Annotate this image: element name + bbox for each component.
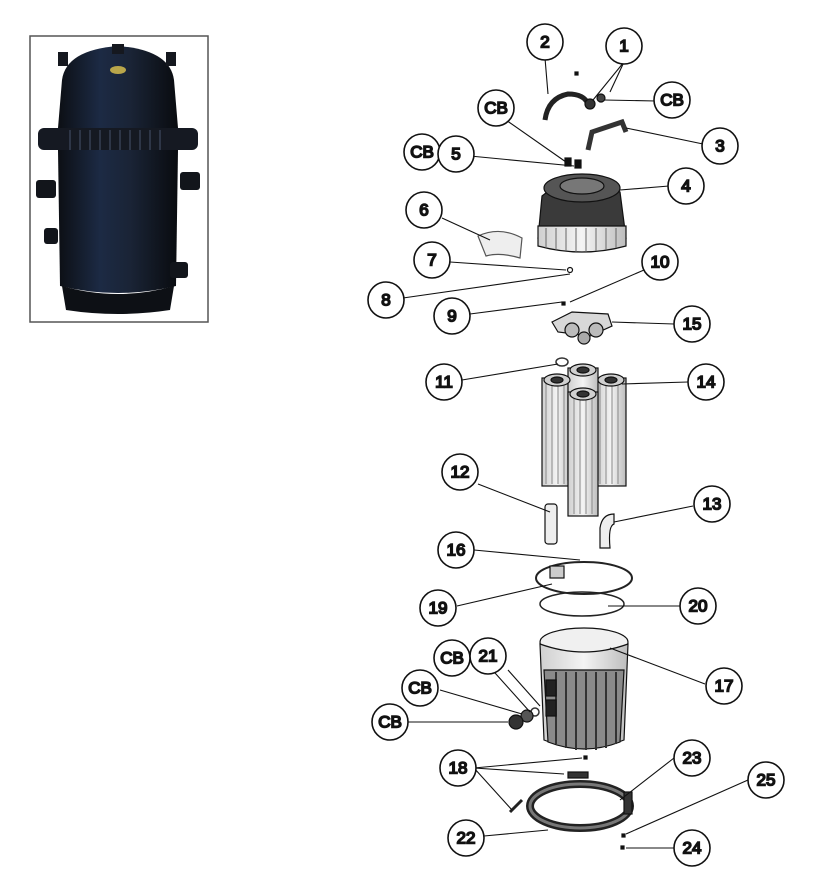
callout-6: 6 [405,191,443,229]
part-cb-fitting-top [596,93,606,103]
part-11-oring [555,357,569,367]
callout-14: 14 [687,363,725,401]
part-14-cartridges [541,363,627,517]
svg-text:24: 24 [683,839,702,858]
svg-text:25: 25 [757,771,776,790]
svg-text:7: 7 [427,251,436,270]
part-15-manifold [551,311,613,345]
svg-text:3: 3 [715,137,724,156]
product-photo [29,35,209,323]
callout-12: 12 [441,453,479,491]
svg-text:CB: CB [660,91,684,110]
exploded-view [477,71,634,850]
svg-text:22: 22 [457,829,476,848]
svg-text:2: 2 [540,33,549,52]
filter-photo [36,44,200,314]
part-22-clamp [526,771,634,832]
callout-21: 21 [469,637,507,675]
part-13-elbow [599,513,615,549]
callout-cb-mid: CB [401,669,439,707]
callout-cb-21: CB [433,639,471,677]
part-18-bolt [508,798,524,814]
svg-text:8: 8 [381,291,390,310]
svg-text:17: 17 [715,677,734,696]
svg-text:CB: CB [440,649,464,668]
svg-text:14: 14 [697,373,716,392]
callout-11: 11 [425,363,463,401]
part-9-pin [561,301,566,306]
part-4-lid [537,157,627,253]
svg-text:CB: CB [484,99,508,118]
part-1-fitting [584,98,596,110]
svg-text:16: 16 [447,541,466,560]
callout-15: 15 [673,305,711,343]
callout-cb-top-left: CB [477,89,515,127]
part-2-handle [542,91,591,121]
callout-13: 13 [693,485,731,523]
part-cb-fitting-bottom [508,714,524,730]
callout-25: 25 [747,761,785,799]
callout-3: 3 [701,127,739,165]
svg-text:13: 13 [703,495,722,514]
svg-text:6: 6 [419,201,428,220]
callout-4: 4 [667,167,705,205]
callout-16: 16 [437,531,475,569]
svg-text:CB: CB [378,713,402,732]
svg-text:10: 10 [651,253,670,272]
callout-23: 23 [673,739,711,777]
part-17-tank [539,627,629,750]
part-12-pipe [544,503,558,545]
svg-text:15: 15 [683,315,702,334]
svg-text:19: 19 [429,599,448,618]
callouts: 1 2 CB CB 3 CB 5 4 6 7 10 8 9 15 11 14 1… [367,23,785,867]
callout-9: 9 [433,297,471,335]
svg-text:11: 11 [435,373,453,392]
callout-19: 19 [419,589,457,627]
svg-text:20: 20 [689,597,708,616]
callout-cb-bottom: CB [371,703,409,741]
svg-text:21: 21 [479,647,498,666]
part-8-oring [566,266,574,274]
svg-text:23: 23 [683,749,702,768]
part-19-valve [549,565,565,579]
leader-lines [402,57,749,849]
part-6-gasket [477,230,523,259]
svg-text:9: 9 [447,307,456,326]
callout-10: 10 [641,243,679,281]
callout-5: 5 [437,135,475,173]
callout-17: 17 [705,667,743,705]
callout-2: 2 [526,23,564,61]
svg-text:18: 18 [449,759,468,778]
part-20-oring [539,591,625,617]
callout-7: 7 [413,241,451,279]
callout-24: 24 [673,829,711,867]
part-cb-fitting-mid [520,709,534,723]
callout-20: 20 [679,587,717,625]
callout-cb-top-right: CB [653,81,691,119]
callout-18: 18 [439,749,477,787]
part-3-bracket [585,118,629,151]
callout-22: 22 [447,819,485,857]
svg-text:CB: CB [410,143,434,162]
part-16-ring [535,561,633,595]
callout-1: 1 [605,27,643,65]
svg-text:4: 4 [681,177,690,196]
svg-text:5: 5 [451,145,460,164]
callout-cb-5: CB [403,133,441,171]
callout-8: 8 [367,281,405,319]
svg-text:1: 1 [619,37,628,56]
svg-text:CB: CB [408,679,432,698]
svg-text:12: 12 [451,463,470,482]
